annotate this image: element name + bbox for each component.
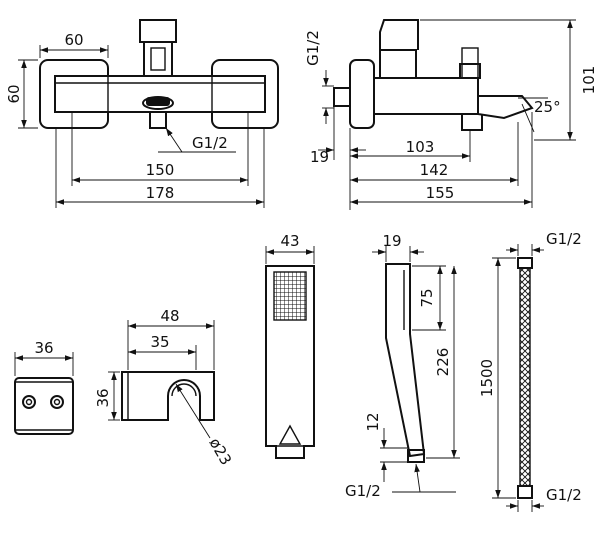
dim-depth-b: 155: [426, 184, 455, 202]
dim-depth-a: 142: [420, 161, 449, 179]
hand-shower: 43: [265, 232, 315, 459]
dim-overall: 178: [146, 184, 175, 202]
side-wall-flange: [349, 59, 375, 129]
dim-spout-reach: 103: [406, 138, 435, 156]
mixer-side-view: G1/2 101 25° 19 103 142 155: [304, 19, 598, 210]
dim-inlet-thread: G1/2: [304, 30, 322, 66]
side-shower-nut: [407, 449, 425, 463]
hose-braid: [519, 267, 531, 487]
cartridge: [143, 41, 173, 77]
dim-holder-inner: 35: [150, 333, 169, 351]
side-lever: [379, 19, 419, 50]
side-inlet: [333, 87, 351, 107]
wall-plate: 36: [14, 339, 74, 435]
dim-holder-bore: ø23: [205, 435, 235, 468]
side-body: [373, 77, 479, 115]
outlet-nut: [149, 111, 167, 129]
dim-outlet-thread: G1/2: [192, 134, 228, 152]
hose-bottom-nut: [517, 485, 533, 499]
dim-head-length: 75: [418, 288, 436, 307]
dim-holder-height: 36: [94, 388, 112, 407]
spray-face: [273, 271, 307, 321]
dim-wall-offset: 19: [310, 148, 329, 166]
hand-shower-side: 19 75 226 12 G1/2: [345, 232, 460, 500]
mixer-front-view: 60 60 G1/2 150 178: [5, 19, 279, 208]
shower-hose: 1500 G1/2 G1/2: [478, 230, 582, 512]
dim-side-depth: 19: [382, 232, 401, 250]
dim-spout-angle: 25°: [534, 98, 561, 116]
dim-hose-length: 1500: [478, 359, 496, 397]
dim-plate-width: 36: [34, 339, 53, 357]
dim-total-length: 226: [434, 348, 452, 377]
side-outlet-nut: [461, 113, 483, 131]
spout: [477, 95, 534, 120]
dim-side-thread: G1/2: [345, 482, 381, 500]
dim-holder-outer: 48: [160, 307, 179, 325]
dim-height: 101: [580, 66, 598, 95]
holder-body: [121, 371, 215, 421]
dim-flange-height: 60: [5, 84, 23, 103]
dim-neck: 12: [364, 412, 382, 431]
dim-shower-width: 43: [280, 232, 299, 250]
mixer-body: [54, 75, 266, 113]
shower-holder: 48 35 36 ø23: [94, 307, 235, 468]
dim-hose-thread-top: G1/2: [546, 230, 582, 248]
dim-centers: 150: [146, 161, 175, 179]
dim-flange-width: 60: [64, 31, 83, 49]
dim-hose-thread-bottom: G1/2: [546, 486, 582, 504]
hose-top-nut: [517, 257, 533, 269]
lever-handle: [139, 19, 177, 43]
side-cartridge: [379, 49, 417, 79]
wall-plate-body: [14, 377, 74, 435]
